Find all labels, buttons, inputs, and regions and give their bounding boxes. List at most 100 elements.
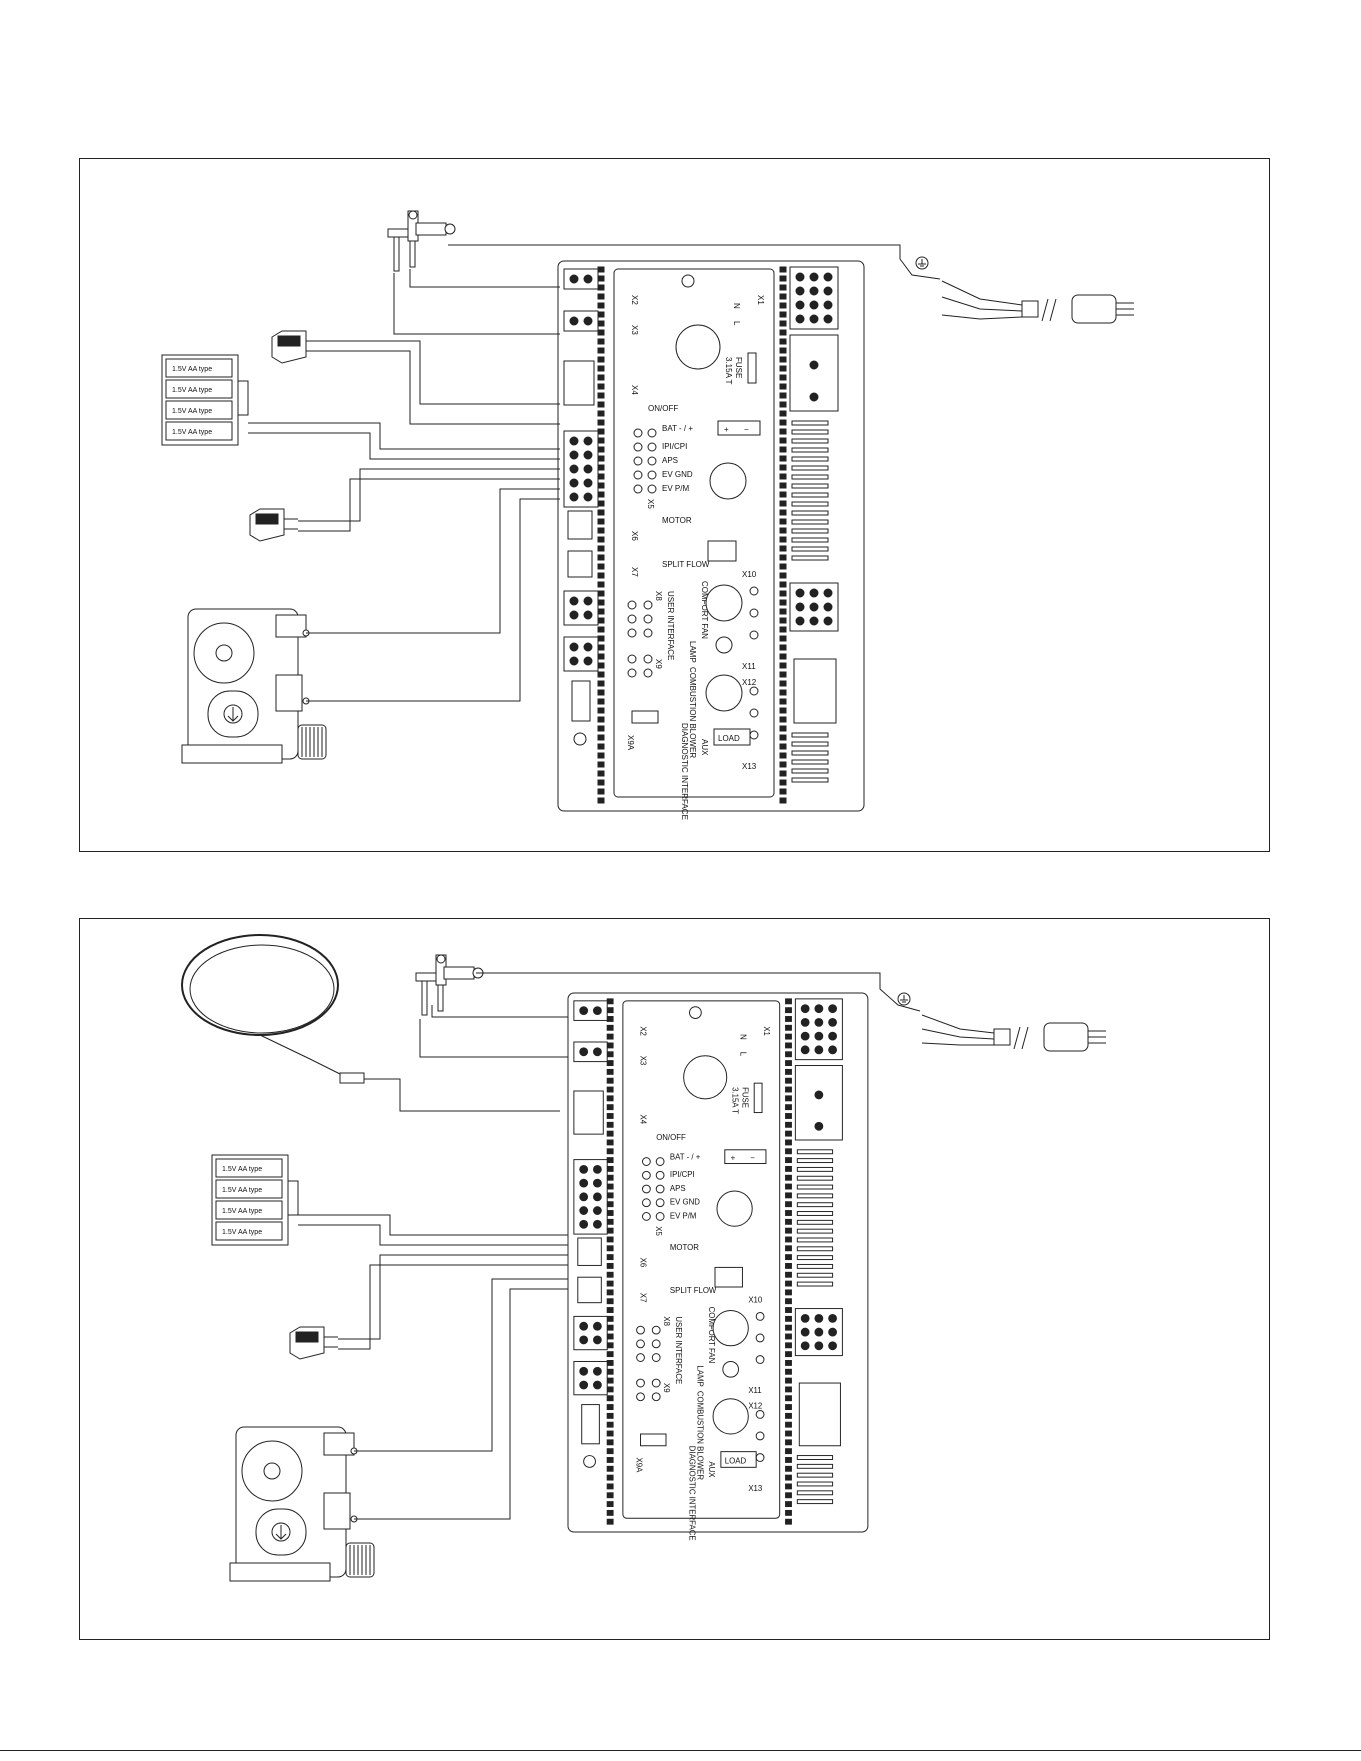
edge-tab [606, 1139, 614, 1146]
edge-tab [785, 1492, 792, 1499]
earth-symbol-icon [689, 1006, 702, 1019]
x5-plate-pin [655, 1170, 665, 1180]
battery-terminal [237, 380, 249, 416]
x10-x11-block-pin [800, 1341, 810, 1351]
comfort-fan-label: COMFORT FAN [700, 581, 709, 639]
edge-tab [597, 347, 605, 354]
x11-label: X11 [742, 662, 756, 671]
x10-x11-plate-pin [749, 586, 759, 596]
split-flow-label: SPLIT FLOW [670, 1286, 717, 1295]
vent-slot [791, 519, 829, 525]
edge-tab [779, 419, 787, 426]
x6-label: X6 [639, 1258, 648, 1268]
x1-terminal-block-pin [828, 1031, 838, 1041]
neutral-label: N [738, 1034, 747, 1040]
x1-terminal-block-pin [809, 286, 819, 296]
edge-tab [597, 545, 605, 552]
edge-tab [606, 1404, 614, 1410]
x9a-plate-socket [631, 710, 659, 724]
edge-tab [606, 1077, 614, 1084]
edge-tab [606, 1245, 614, 1252]
edge-tab [779, 473, 787, 480]
edge-tab [779, 356, 787, 363]
edge-tab [779, 662, 787, 669]
ui-plate-pin [651, 1353, 661, 1362]
ui-plate-pin [636, 1325, 645, 1335]
edge-tab [785, 1165, 792, 1172]
thermocouple-wire [409, 269, 500, 288]
x6-label: X6 [630, 531, 639, 541]
x1-terminal-block-pin [800, 1017, 810, 1027]
edge-tab [597, 392, 605, 399]
x1-terminal-block-pin [809, 272, 819, 282]
vent-slot [796, 1490, 834, 1496]
edge-tab [779, 527, 787, 534]
edge-tab [606, 1386, 614, 1393]
edge-tab [779, 680, 787, 687]
edge-tab [779, 716, 787, 723]
edge-tab [785, 1412, 792, 1419]
flow-arrow-icon [275, 1525, 287, 1540]
edge-tab [779, 797, 787, 804]
x3-label: X3 [639, 1056, 648, 1066]
rocker-switch-rocker [295, 1331, 319, 1343]
x10-x11-block-pin [809, 616, 819, 626]
vent-slot [791, 474, 829, 480]
valve-wire-pm [354, 1278, 568, 1452]
edge-tab [606, 1174, 614, 1181]
vent-slot [796, 1149, 834, 1155]
edge-tab [597, 446, 605, 453]
ground-wire [476, 972, 921, 1012]
edge-tab [779, 401, 787, 408]
fuse-rating-label: 3.15A T [731, 1087, 740, 1114]
edge-tab [779, 293, 787, 300]
battery-symbol [724, 1149, 767, 1165]
edge-tab [597, 374, 605, 381]
edge-tab [779, 491, 787, 498]
edge-tab [597, 302, 605, 309]
x12-x13-plate-pin [749, 708, 759, 718]
edge-tab [785, 1254, 792, 1261]
x8-label: X8 [662, 1316, 671, 1326]
edge-tab [779, 761, 787, 768]
power-cord-2 [921, 1028, 995, 1040]
edge-tab [779, 509, 787, 516]
x10-x11-block-pin [795, 616, 805, 626]
bat-label: BAT - / + [662, 424, 693, 433]
on-off-switch-rocker [277, 335, 301, 347]
edge-tab [606, 1086, 614, 1093]
edge-tab [779, 770, 787, 777]
edge-tab [597, 707, 605, 714]
edge-tab [779, 599, 787, 606]
x8-header-pin [569, 610, 579, 620]
vent-slot [796, 1481, 834, 1487]
x5-header-pin [583, 436, 593, 446]
vent-slot [791, 768, 829, 774]
rocker-wire-2 [298, 478, 560, 532]
x1-terminal-block-pin [828, 1004, 838, 1014]
edge-tab [606, 1280, 614, 1287]
x2-header [573, 1000, 608, 1021]
valve-wire-gnd [354, 1288, 568, 1520]
edge-tab [785, 1077, 792, 1084]
x5-header-pin [592, 1206, 602, 1215]
edge-tab [606, 1271, 614, 1278]
ui-plate-pin [627, 628, 637, 638]
power-cord-2 [941, 296, 1023, 312]
edge-tab [785, 1404, 792, 1410]
x8-header [573, 1315, 608, 1351]
edge-tab [785, 1121, 792, 1128]
mount-hole [573, 732, 587, 746]
edge-tab [779, 500, 787, 507]
edge-tab [606, 1051, 614, 1058]
ev-pm-label: EV P/M [662, 484, 689, 493]
battery-terminal [287, 1180, 299, 1216]
on-off-label: ON/OFF [656, 1133, 686, 1142]
edge-tab [606, 1157, 614, 1164]
x9-plate-pin [651, 1378, 661, 1388]
edge-tab [779, 626, 787, 633]
edge-tab [785, 1307, 792, 1313]
x7-socket [577, 1276, 602, 1304]
